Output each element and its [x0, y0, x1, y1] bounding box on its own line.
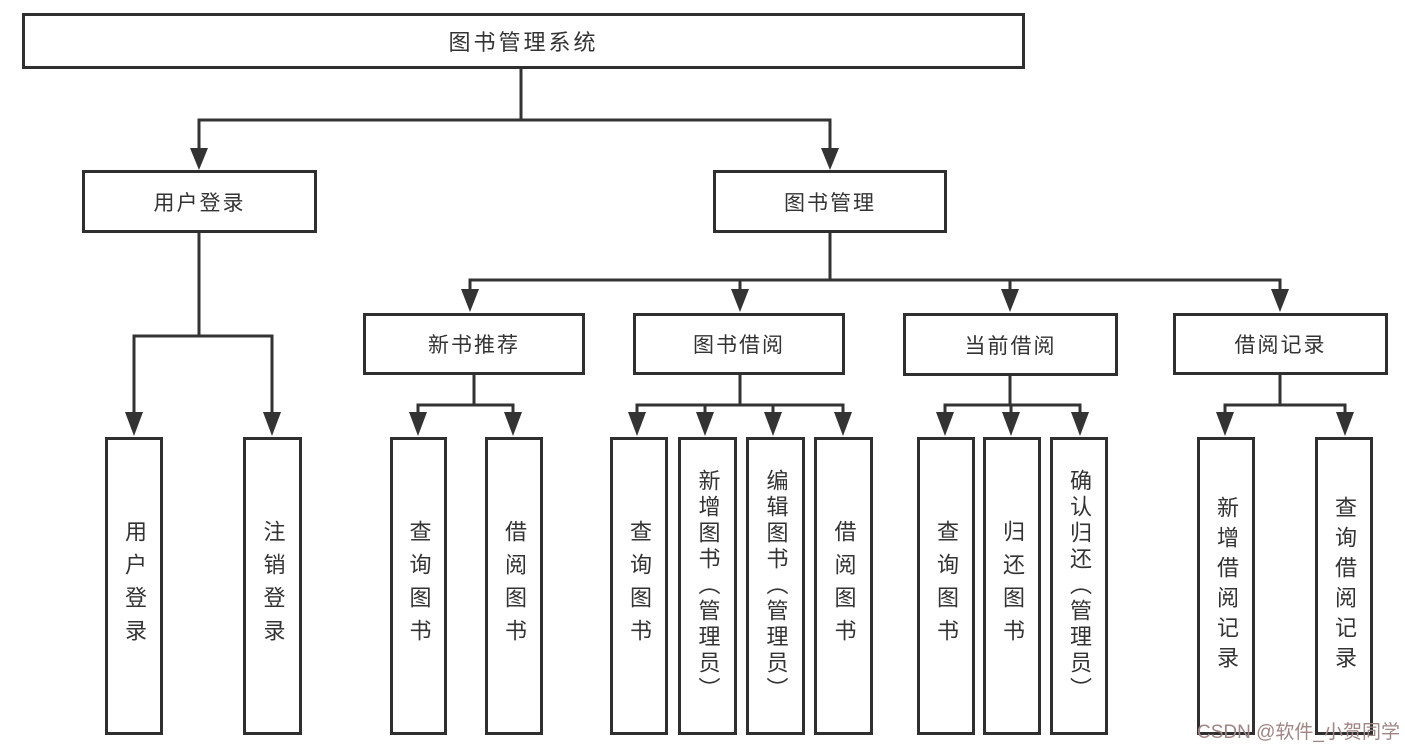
leaf-add-borrow-record: 新增借阅记录 [1197, 437, 1255, 735]
leaf-borrow-books-recommend-label: 借阅图书 [502, 520, 527, 652]
node-book-management-label: 图书管理 [784, 191, 876, 215]
leaf-logout-label: 注销登录 [260, 520, 286, 652]
node-new-book-recommend: 新书推荐 [363, 313, 585, 375]
node-book-borrow: 图书借阅 [633, 313, 845, 375]
leaf-confirm-return-admin: 确认归还（管理员） [1050, 437, 1108, 735]
leaf-query-borrow-record-label: 查询借阅记录 [1332, 496, 1357, 676]
leaf-logout: 注销登录 [243, 437, 302, 735]
node-current-borrow-label: 当前借阅 [964, 334, 1057, 358]
leaf-add-book-admin-label: 新增图书（管理员） [695, 469, 721, 703]
node-new-book-recommend-label: 新书推荐 [428, 334, 520, 357]
node-book-borrow-label: 图书借阅 [693, 334, 785, 357]
leaf-query-books-borrow-label: 查询图书 [627, 520, 652, 652]
leaf-confirm-return-admin-label: 确认归还（管理员） [1067, 469, 1092, 703]
node-book-management: 图书管理 [713, 170, 947, 233]
watermark: CSDN @软件_小贺同学 [1197, 722, 1400, 743]
leaf-borrow-books-borrow-label: 借阅图书 [831, 520, 857, 652]
leaf-edit-book-admin: 编辑图书（管理员） [746, 437, 805, 735]
node-borrow-records: 借阅记录 [1173, 313, 1388, 375]
leaf-edit-book-admin-label: 编辑图书（管理员） [763, 469, 789, 703]
leaf-borrow-books-recommend: 借阅图书 [485, 437, 543, 735]
leaf-user-login: 用户登录 [105, 437, 163, 735]
node-borrow-records-label: 借阅记录 [1234, 334, 1327, 357]
leaf-query-books-recommend: 查询图书 [390, 437, 447, 735]
leaf-return-book-label: 归还图书 [1000, 520, 1025, 652]
leaf-add-borrow-record-label: 新增借阅记录 [1214, 496, 1239, 676]
node-root-label: 图书管理系统 [448, 30, 599, 55]
leaf-query-books-borrow: 查询图书 [610, 437, 668, 735]
leaf-query-books-current: 查询图书 [917, 437, 975, 735]
leaf-return-book: 归还图书 [983, 437, 1041, 735]
node-root: 图书管理系统 [22, 13, 1025, 69]
leaf-user-login-label: 用户登录 [122, 520, 147, 652]
node-user-login-label: 用户登录 [153, 191, 246, 215]
node-user-login: 用户登录 [82, 170, 317, 233]
node-current-borrow: 当前借阅 [903, 313, 1118, 376]
leaf-query-books-current-label: 查询图书 [934, 520, 959, 652]
leaf-query-borrow-record: 查询借阅记录 [1315, 437, 1373, 735]
leaf-borrow-books-borrow: 借阅图书 [814, 437, 873, 735]
leaf-query-books-recommend-label: 查询图书 [406, 520, 432, 652]
leaf-add-book-admin: 新增图书（管理员） [678, 437, 737, 735]
